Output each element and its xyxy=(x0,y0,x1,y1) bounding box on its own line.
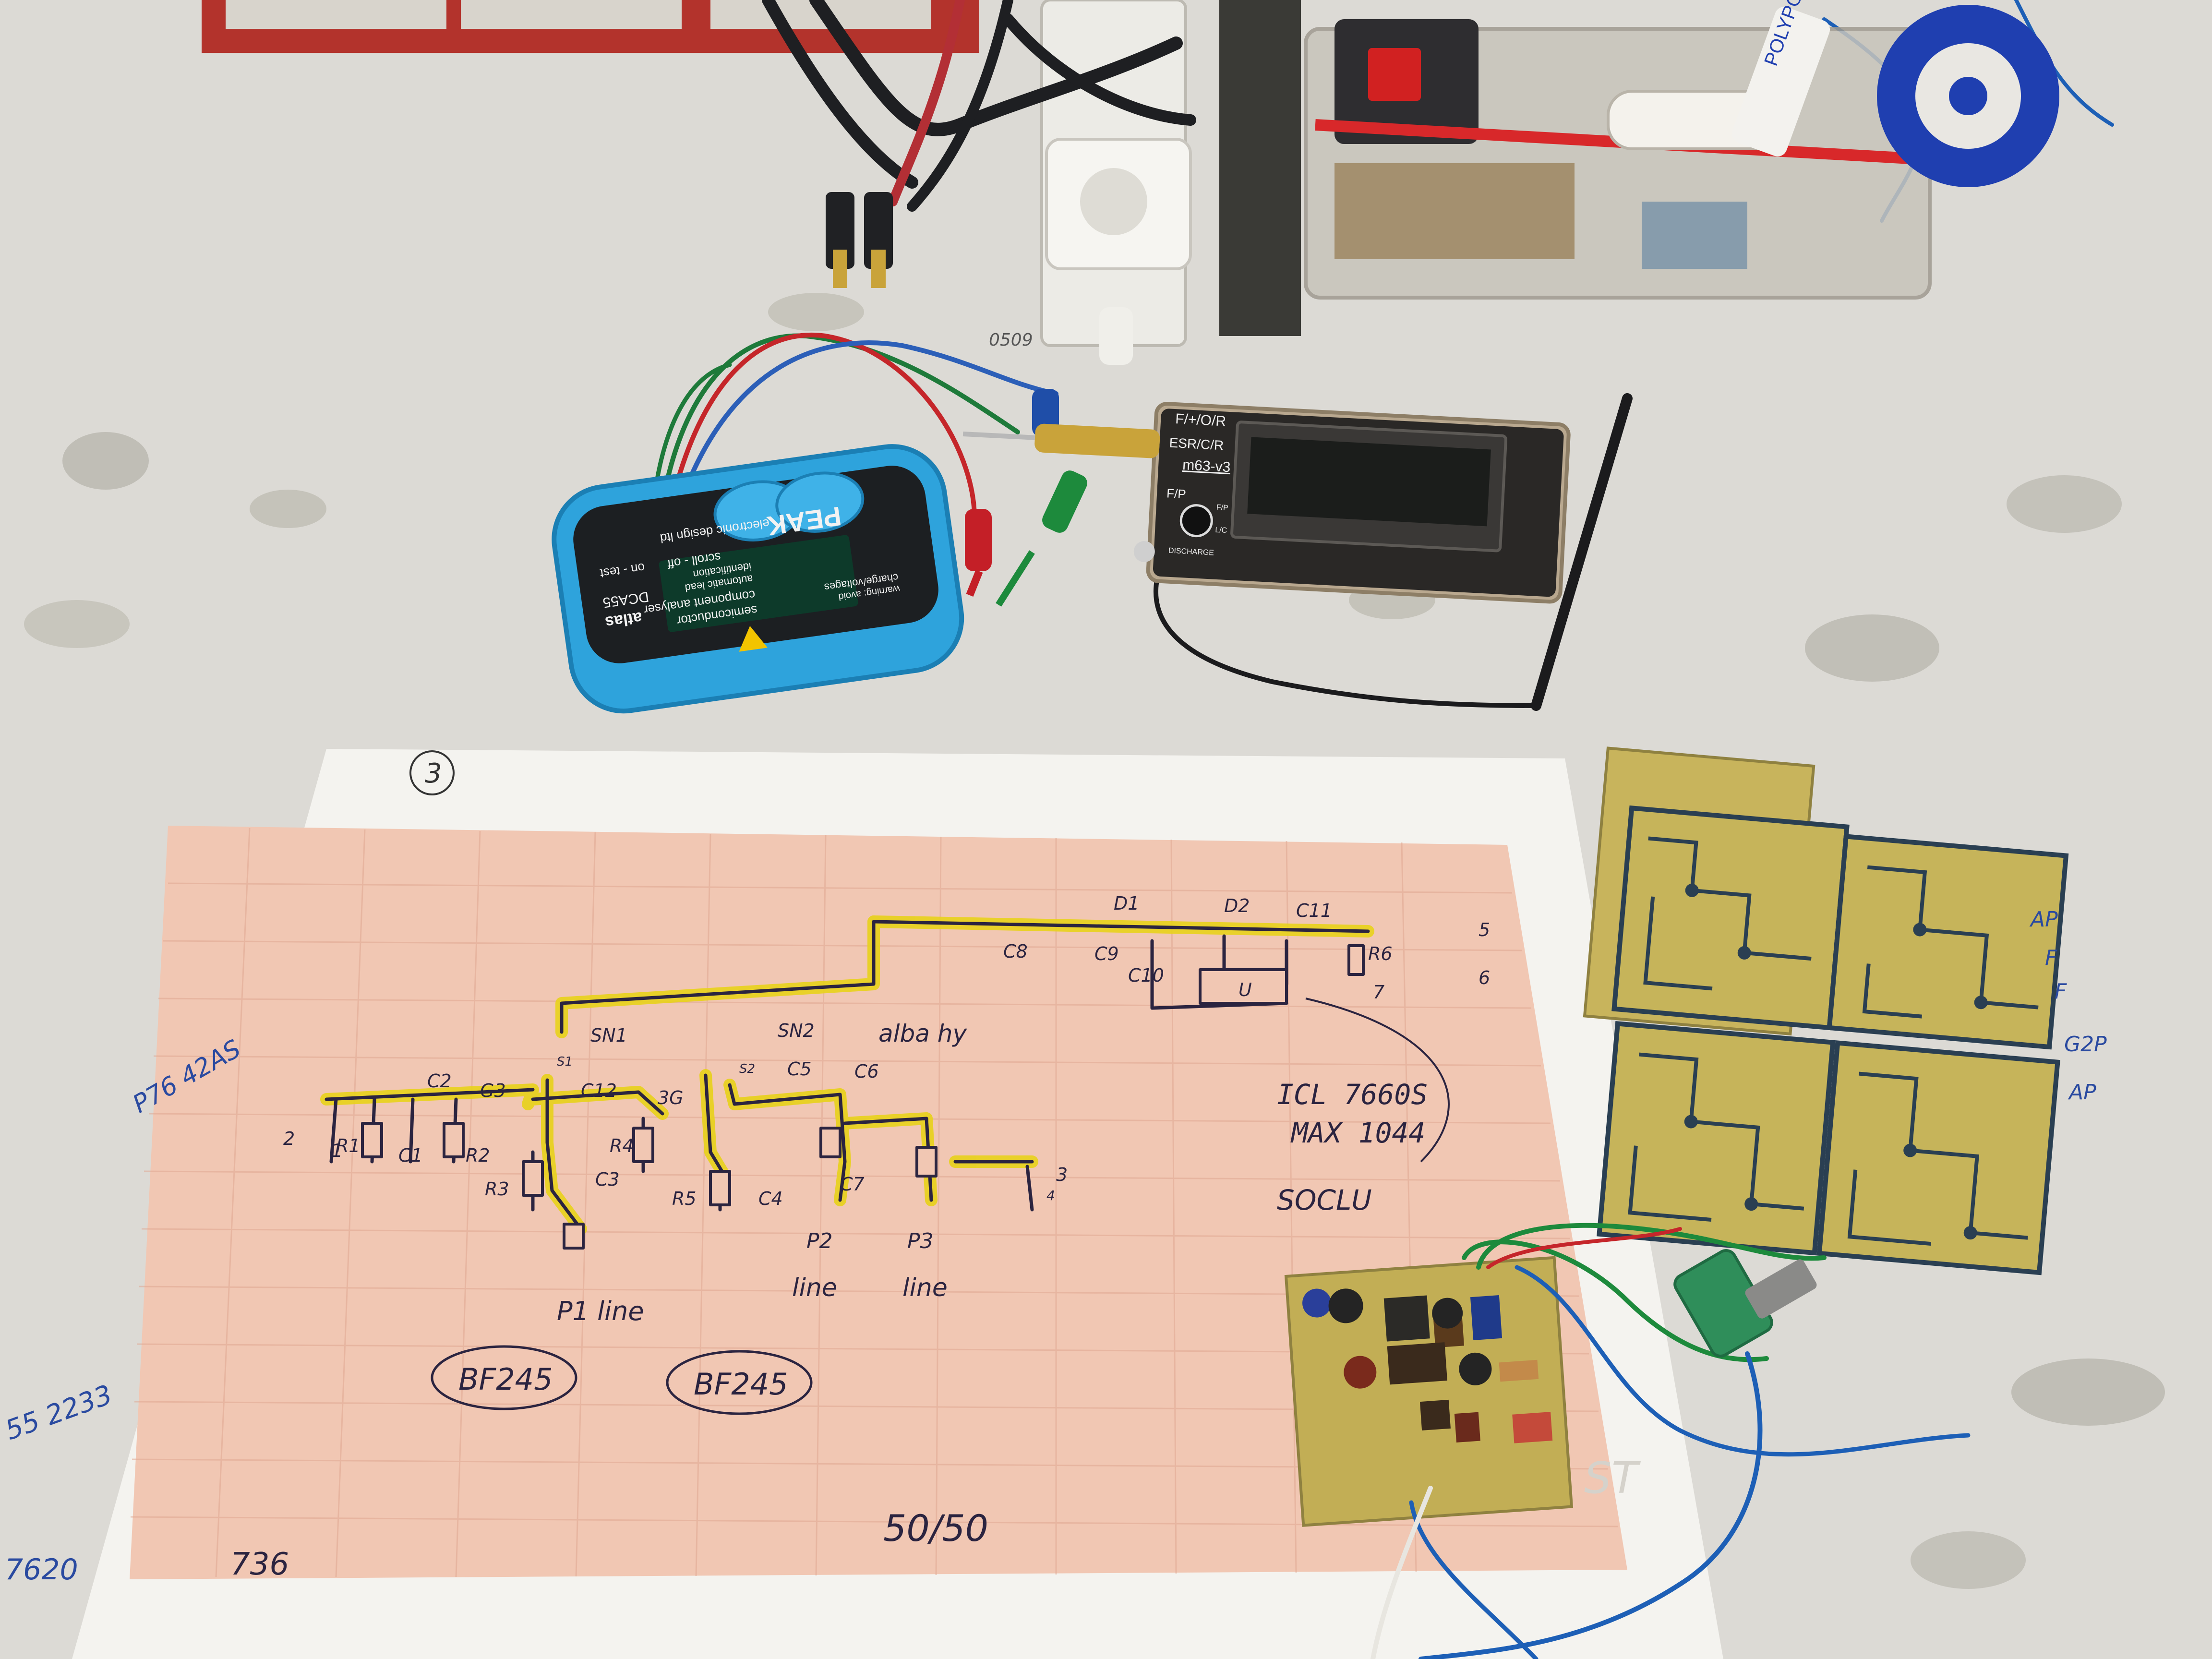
pcb-note-6: ST xyxy=(1584,1453,1641,1503)
test-leads xyxy=(650,332,1539,708)
bench-stains xyxy=(24,293,2165,1589)
label-c8: C8 xyxy=(1003,941,1028,962)
meter-mode-label: F/+/O/R xyxy=(1175,411,1226,429)
bench-note-3: 7620 xyxy=(5,1553,78,1587)
probe xyxy=(1531,393,1633,711)
pcb-note-4: G2P xyxy=(2064,1032,2107,1057)
schematic-labels: D1 D2 C11 C8 C9 C10 R6 U SN1 SN2 alba hy… xyxy=(230,893,1490,1582)
pot-p1-line: P1 line xyxy=(557,1296,644,1326)
meter-esr-label: ESR/C/R xyxy=(1169,435,1224,453)
sheet-number: 736 xyxy=(230,1547,289,1582)
jfet-1: BF245 xyxy=(458,1362,553,1397)
tester-lcd xyxy=(659,535,858,632)
pot-p2-line: line xyxy=(792,1274,837,1302)
label-r1: R1 xyxy=(336,1135,361,1156)
pot-p3-line: line xyxy=(902,1274,948,1302)
pcb-stack xyxy=(1583,746,2069,1275)
tester-button-right[interactable] xyxy=(773,468,866,537)
pcb-note-3: F xyxy=(2055,979,2067,1004)
parts-box xyxy=(1304,19,1932,300)
jfet-2: BF245 xyxy=(694,1367,788,1402)
label-alba-hy: alba hy xyxy=(878,1020,967,1047)
label-c2: C2 xyxy=(427,1070,452,1092)
label-c3: C3 xyxy=(595,1169,620,1190)
label-s1: S1 xyxy=(557,1055,573,1069)
rca-plugs xyxy=(826,192,893,288)
meter-model: m63-v3 xyxy=(1182,457,1231,475)
pin-5: 5 xyxy=(1479,919,1490,940)
test-clips xyxy=(965,389,1087,607)
pin-4: 4 xyxy=(1046,1188,1055,1203)
pin-6: 6 xyxy=(1479,967,1490,988)
pin-7: 7 xyxy=(1373,982,1384,1003)
meter-lcd xyxy=(1247,437,1491,527)
label-g3: G3 xyxy=(480,1080,506,1101)
label-r3: R3 xyxy=(485,1178,509,1200)
label-3g: 3G xyxy=(658,1087,684,1108)
meter-button[interactable] xyxy=(1179,504,1213,538)
label-c9: C9 xyxy=(1094,943,1119,964)
label-c7: C7 xyxy=(840,1174,865,1195)
page-number-circle xyxy=(409,750,455,795)
bench-note-4: 0509 xyxy=(989,330,1033,350)
label-u: U xyxy=(1238,979,1252,1000)
meter-lc-label: L/C xyxy=(1215,526,1227,535)
ic-note-arc xyxy=(1305,998,1450,1163)
jfet-notes: BF245 BF245 xyxy=(431,1345,813,1415)
assembled-pcb xyxy=(1284,1256,1574,1527)
label-d1: D1 xyxy=(1114,893,1139,914)
label-c11: C11 xyxy=(1296,900,1332,921)
potentiometer xyxy=(1673,1249,1817,1358)
pin-1: 1 xyxy=(331,1140,343,1161)
pcb-note-2: F xyxy=(2045,946,2057,970)
label-c4: C4 xyxy=(758,1188,783,1209)
label-sn2: SN2 xyxy=(778,1020,815,1041)
esr-meter-m63: F/+/O/R ESR/C/R m63-v3 F/P F/P L/C DISCH… xyxy=(962,402,1571,604)
pot-wires xyxy=(1370,1223,1971,1659)
pin-2: 2 xyxy=(283,1128,295,1149)
pcb-notes: AP F F G2P AP ST xyxy=(1584,907,2107,1503)
ic-note-1: ICL 7660S xyxy=(1277,1078,1428,1111)
schematic-sheet: 3 xyxy=(72,749,1723,1659)
ic-note-3: SOCLU xyxy=(1277,1184,1372,1216)
pcb-note-5: AP xyxy=(2068,1080,2096,1105)
cables-top xyxy=(762,0,2114,223)
label-r4: R4 xyxy=(610,1135,634,1156)
meter-fp-label: F/P xyxy=(1166,486,1186,501)
warning-triangle-icon xyxy=(739,625,768,652)
pcb-note-1: AP xyxy=(2029,907,2058,932)
label-c12: C12 xyxy=(581,1080,617,1101)
label-c1: C1 xyxy=(398,1145,423,1166)
label-c6: C6 xyxy=(854,1061,879,1082)
wood-block xyxy=(1219,0,1301,336)
label-d2: D2 xyxy=(1224,895,1250,916)
schematic-traces xyxy=(320,915,1374,1250)
ratio-note: 50/50 xyxy=(883,1507,988,1550)
label-r5: R5 xyxy=(672,1188,697,1209)
pot-p2: P2 xyxy=(806,1229,833,1253)
ic-note-2: MAX 1044 xyxy=(1290,1117,1425,1149)
pin-3: 3 xyxy=(1056,1164,1068,1185)
label-sn1: SN1 xyxy=(590,1025,627,1046)
label-c10: C10 xyxy=(1128,965,1164,986)
pot-p3: P3 xyxy=(907,1229,934,1253)
page-number: 3 xyxy=(425,758,442,789)
power-strip xyxy=(1040,0,1192,365)
meter-fp-small: F/P xyxy=(1216,504,1228,512)
solder-spool: POLYPOL xyxy=(1731,0,2059,187)
label-s2: S2 xyxy=(739,1062,755,1076)
storage-drawers xyxy=(202,0,979,53)
label-r6: R6 xyxy=(1368,943,1393,964)
label-r2: R2 xyxy=(466,1145,490,1166)
peak-dca55-tester: PEAK electronic design ltd atlas DCA55 s… xyxy=(552,444,964,714)
label-c5: C5 xyxy=(787,1058,812,1080)
meter-discharge-label: DISCHARGE xyxy=(1168,547,1214,557)
